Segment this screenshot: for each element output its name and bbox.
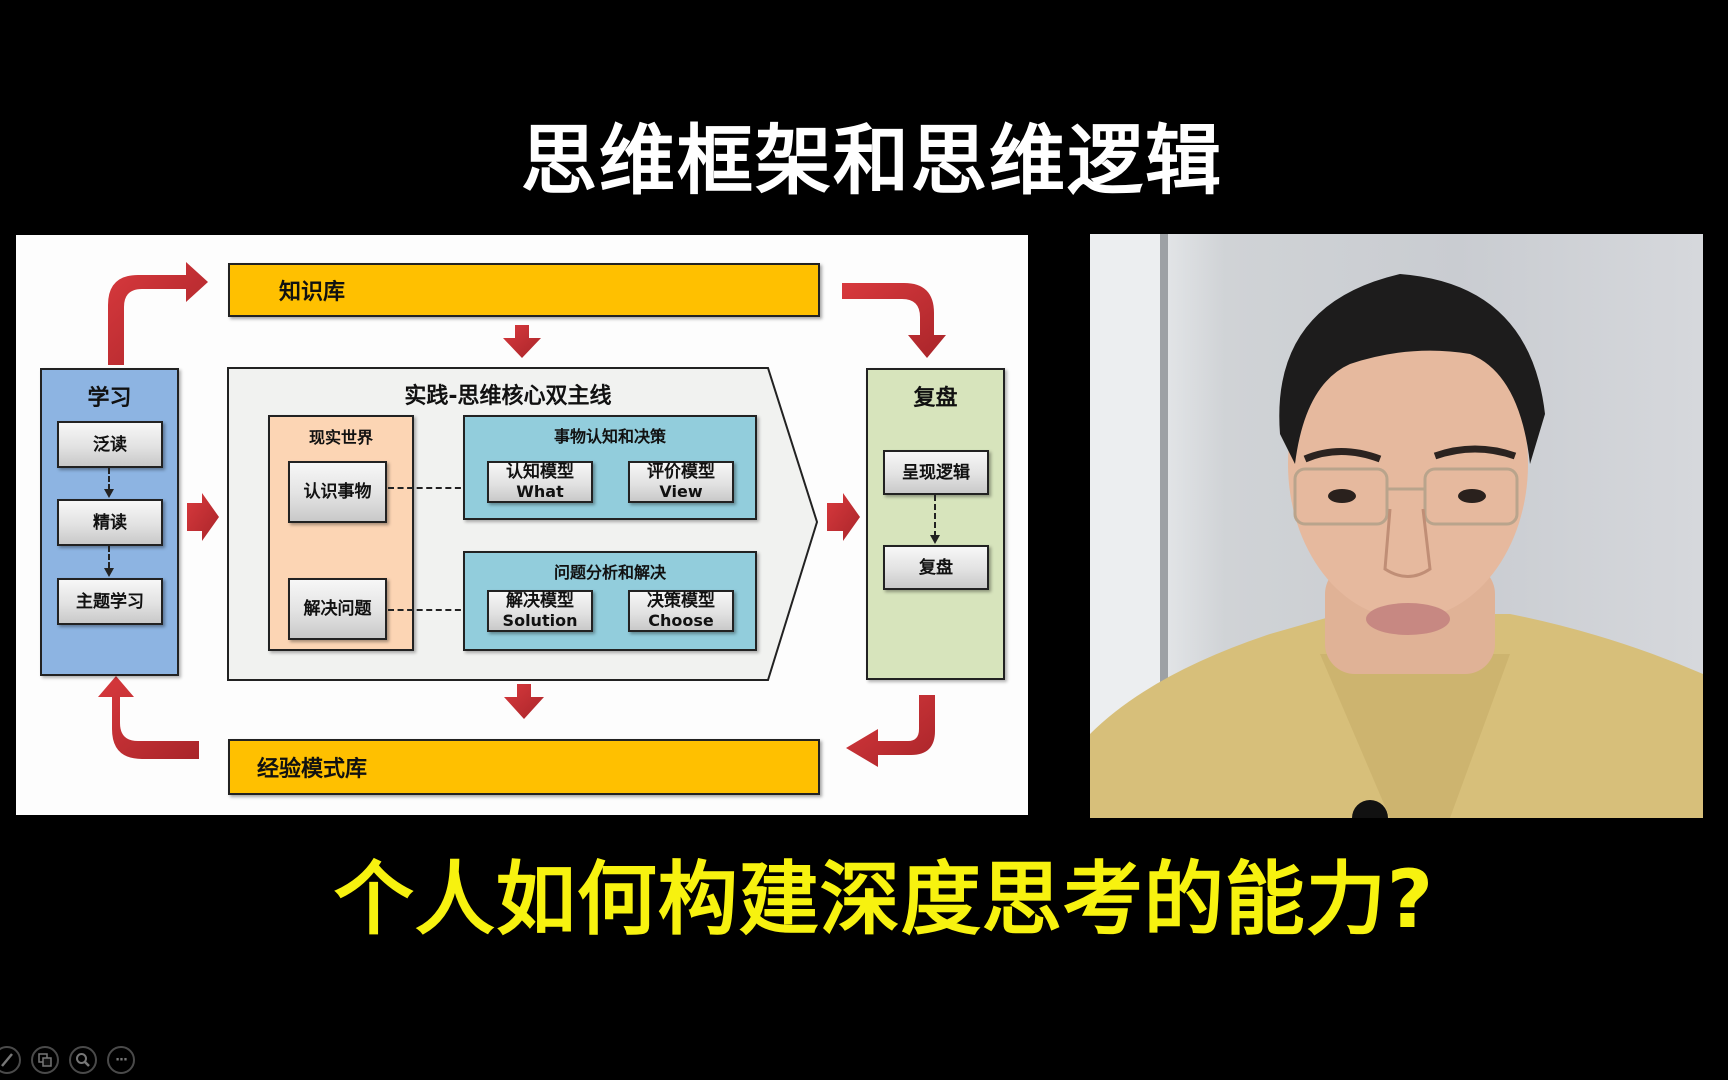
cognition-title: 事物认知和决策 <box>553 427 666 446</box>
dash-connector <box>108 546 110 568</box>
curved-arrow-experience-to-study <box>98 676 199 759</box>
down-arrow-knowledge <box>503 325 541 358</box>
real-world-panel: 现实世界 认识事物 解决问题 <box>268 415 414 651</box>
review-title: 复盘 <box>913 386 958 411</box>
study-panel: 学习 泛读 精读 主题学习 <box>40 368 179 676</box>
curved-arrow-study-to-knowledge <box>108 262 208 365</box>
slides-icon <box>38 1053 52 1067</box>
pen-button[interactable] <box>0 1046 21 1074</box>
zoom-icon <box>76 1053 90 1067</box>
dash-connector <box>108 468 110 490</box>
cognition-model-what: 认知模型 What <box>487 461 593 503</box>
review-step-review: 复盘 <box>883 545 989 590</box>
review-step-logic: 呈现逻辑 <box>883 450 989 495</box>
practice-title: 实践-思维核心双主线 <box>404 384 612 409</box>
more-button[interactable]: ··· <box>107 1046 135 1074</box>
study-step-intensive: 精读 <box>57 499 163 546</box>
study-title: 学习 <box>87 386 132 411</box>
framework-diagram: 知识库 经验模式库 学习 泛读 精读 主题学习 实践-思维核心双主线 现实世界 … <box>16 235 1028 815</box>
study-step-topic: 主题学习 <box>57 578 163 625</box>
problem-model-choose: 决策模型 Choose <box>628 590 734 632</box>
video-title: 思维框架和思维逻辑 <box>521 116 1223 205</box>
experience-base-bar: 经验模式库 <box>228 739 820 795</box>
dash-connector <box>934 495 936 537</box>
review-panel: 复盘 呈现逻辑 复盘 <box>866 368 1005 680</box>
knowledge-base-bar: 知识库 <box>228 263 820 317</box>
arrowhead-icon <box>104 568 114 577</box>
video-subtitle: 个人如何构建深度思考的能力? <box>333 853 1435 946</box>
problem-model-solution: 解决模型 Solution <box>487 590 593 632</box>
arrowhead-icon <box>104 489 114 498</box>
down-arrow-experience <box>504 684 544 719</box>
slides-button[interactable] <box>31 1046 59 1074</box>
real-world-title: 现实世界 <box>308 428 373 447</box>
problem-title: 问题分析和解决 <box>553 563 666 582</box>
dash-connector <box>388 487 480 489</box>
right-arrow-study <box>187 493 219 541</box>
more-icon: ··· <box>115 1052 128 1068</box>
right-arrow-review <box>827 493 860 541</box>
pen-icon <box>1 1053 13 1067</box>
experience-base-label: 经验模式库 <box>256 757 367 782</box>
curved-arrow-knowledge-to-review <box>842 283 946 358</box>
problem-panel: 问题分析和解决 解决模型 Solution 决策模型 Choose <box>463 551 757 651</box>
knowledge-base-label: 知识库 <box>278 280 345 305</box>
dash-connector <box>388 609 480 611</box>
curved-arrow-review-to-experience <box>846 695 935 767</box>
speaker-figure <box>1090 234 1703 818</box>
arrowhead-icon <box>930 535 940 544</box>
real-world-item-solve: 解决问题 <box>288 578 387 640</box>
zoom-button[interactable] <box>69 1046 97 1074</box>
study-step-skim: 泛读 <box>57 421 163 468</box>
real-world-item-know: 认识事物 <box>288 461 387 523</box>
cognition-panel: 事物认知和决策 认知模型 What 评价模型 View <box>463 415 757 520</box>
speaker-video <box>1090 234 1703 818</box>
cognition-model-view: 评价模型 View <box>628 461 734 503</box>
